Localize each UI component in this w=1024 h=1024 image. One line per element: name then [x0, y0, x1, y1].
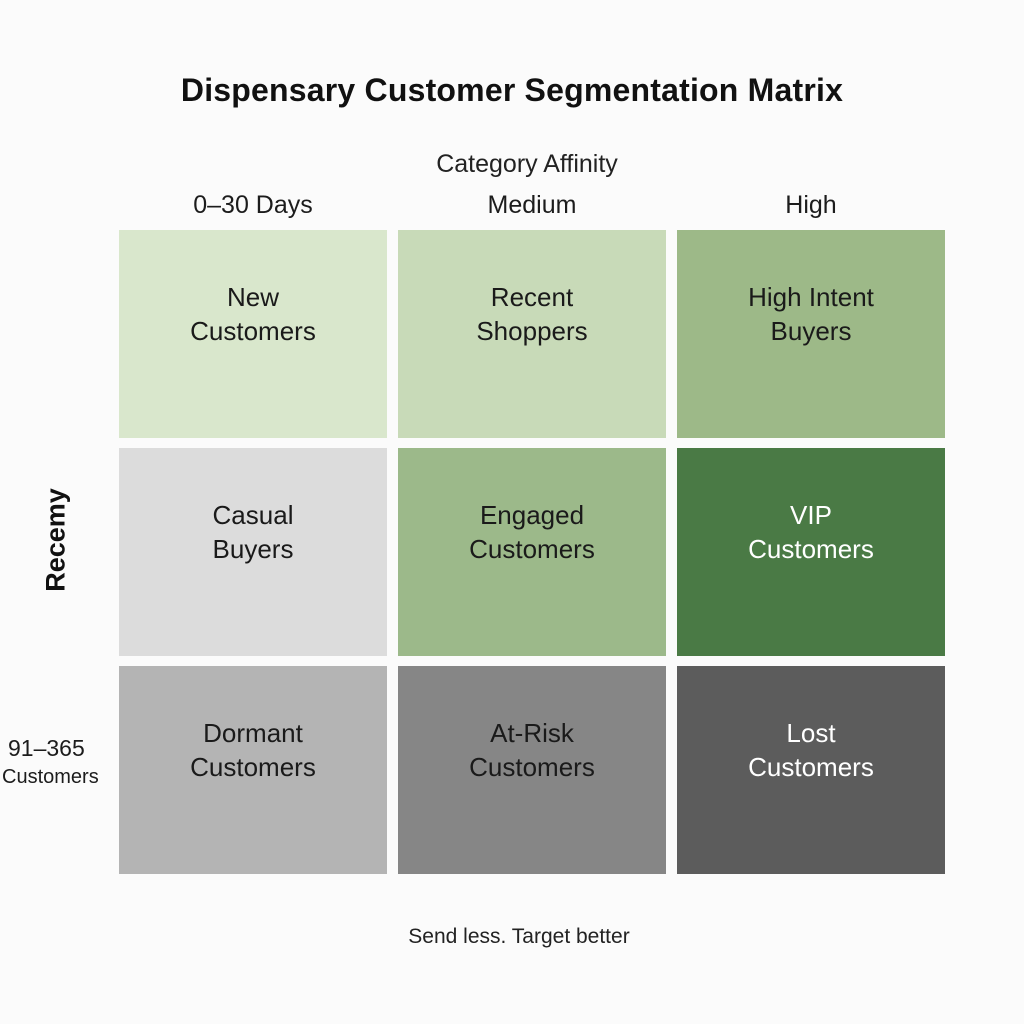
segment-label-line2: Customers	[469, 534, 595, 564]
segment-high-intent-buyers: High Intent Buyers	[677, 230, 945, 438]
segment-dormant-customers: Dormant Customers	[119, 666, 387, 874]
segment-vip-customers: VIP Customers	[677, 448, 945, 656]
segment-label-line2: Customers	[748, 752, 874, 782]
segment-new-customers: New Customers	[119, 230, 387, 438]
segment-label-line1: Engaged	[479, 500, 585, 530]
segment-label-line2: Customers	[469, 752, 595, 782]
x-axis-title: Category Affinity	[436, 150, 618, 178]
segment-label-line2: Buyers	[212, 534, 294, 564]
column-header-0-30-days: 0–30 Days	[193, 191, 313, 219]
segment-lost-customers: Lost Customers	[677, 666, 945, 874]
column-header-medium: Medium	[487, 191, 577, 219]
segment-label-line1: Casual	[212, 500, 294, 530]
page-title: Dispensary Customer Segmentation Matrix	[180, 72, 844, 108]
segment-label-line1: Dormant	[203, 718, 303, 748]
segment-label-line2: Shoppers	[476, 316, 588, 346]
segment-label-line2: Customers	[190, 752, 316, 782]
segment-label-line2: Buyers	[770, 316, 852, 346]
row-label-line2: Customers	[2, 766, 99, 788]
tagline-caption: Send less. Target better	[408, 925, 630, 948]
segment-engaged-customers: Engaged Customers	[398, 448, 666, 656]
segment-label-line2: Customers	[748, 534, 874, 564]
row-label-91-365: 91–365 Customers	[0, 735, 118, 789]
segment-casual-buyers: Casual Buyers	[119, 448, 387, 656]
segment-label-line2: Customers	[190, 316, 316, 346]
segment-label-line1: Lost	[786, 718, 836, 748]
segment-label-line1: New	[226, 282, 279, 312]
segment-label-line1: VIP	[790, 500, 832, 530]
column-header-high: High	[785, 191, 837, 219]
segment-label-line1: High Intent	[748, 282, 874, 312]
segment-label-line1: Recent	[490, 282, 574, 312]
row-label-line1: 91–365	[8, 735, 85, 761]
segment-label-line1: At-Risk	[490, 718, 574, 748]
segment-at-risk-customers: At-Risk Customers	[398, 666, 666, 874]
y-axis-title: Recemy	[40, 488, 71, 592]
segment-recent-shoppers: Recent Shoppers	[398, 230, 666, 438]
